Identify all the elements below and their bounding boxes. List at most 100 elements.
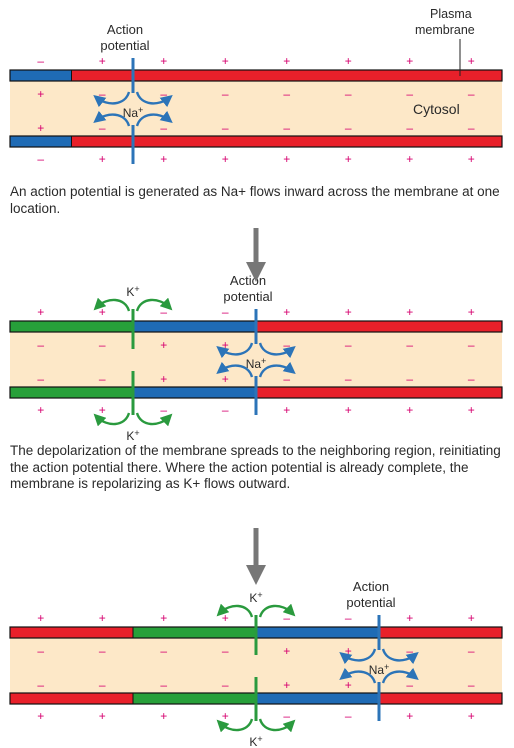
action-potential-label: potential <box>100 38 149 53</box>
caption-panel-1: An action potential is generated as Na+ … <box>10 184 500 216</box>
membrane-segment-repolarizing <box>133 693 195 704</box>
charge-sign-outside: + <box>160 152 167 166</box>
charge-sign-outside: + <box>345 305 352 319</box>
charge-sign-inside: – <box>468 338 475 352</box>
charge-sign-inside: – <box>37 678 44 692</box>
charge-sign-inside: + <box>160 372 167 386</box>
panel-3: ++––++––++––++––––++––++++––++––Na+Actio… <box>9 579 503 748</box>
membrane-segment-depolarized <box>317 627 380 638</box>
na-flow-arrow <box>216 361 254 378</box>
membrane-segment-resting <box>256 387 318 398</box>
charge-sign-inside: – <box>160 644 167 658</box>
charge-sign-inside: – <box>406 121 413 135</box>
membrane-segment-repolarizing <box>194 627 257 638</box>
panel-1: ––++++––++––++––++––++––++––++––Na+Actio… <box>9 7 503 166</box>
membrane-segment-repolarizing <box>71 387 134 398</box>
charge-sign-outside: – <box>222 305 229 319</box>
charge-sign-outside: – <box>283 709 290 723</box>
membrane-segment-resting <box>10 693 72 704</box>
charge-sign-outside: + <box>37 611 44 625</box>
membrane-segment-resting <box>133 70 195 81</box>
charge-sign-outside: + <box>283 54 290 68</box>
membrane-segment-resting <box>440 693 503 704</box>
charge-sign-outside: + <box>222 709 229 723</box>
charge-sign-outside: + <box>345 403 352 417</box>
k-flow-arrow <box>258 603 296 618</box>
membrane-segment-repolarizing <box>194 693 257 704</box>
charge-sign-outside: + <box>99 709 106 723</box>
charge-sign-outside: – <box>160 403 167 417</box>
na-flow-arrow <box>258 342 296 359</box>
membrane-segment-resting <box>256 70 318 81</box>
k-efflux: K+K+ <box>93 284 173 443</box>
membrane-segment-repolarizing <box>71 321 134 332</box>
charge-sign-inside: + <box>222 372 229 386</box>
charge-sign-inside: – <box>283 87 290 101</box>
membrane-top <box>9 320 503 333</box>
membrane-segment-resting <box>440 627 503 638</box>
charge-sign-inside: – <box>406 338 413 352</box>
membrane-segment-resting <box>379 136 441 147</box>
charge-sign-inside: – <box>283 121 290 135</box>
charge-sign-inside: – <box>406 372 413 386</box>
charge-sign-inside: – <box>468 678 475 692</box>
na-flow-arrow <box>339 667 377 684</box>
charge-sign-outside: + <box>37 305 44 319</box>
k-flow-arrow <box>135 297 173 312</box>
charge-sign-inside: – <box>99 678 106 692</box>
membrane-segment-resting <box>379 693 441 704</box>
membrane-segment-repolarizing <box>10 387 72 398</box>
membrane-segment-resting <box>440 387 503 398</box>
charge-sign-outside: + <box>468 611 475 625</box>
charge-sign-inside: – <box>99 372 106 386</box>
membrane-segment-depolarized <box>10 70 72 81</box>
charge-sign-outside: + <box>406 152 413 166</box>
charge-sign-outside: + <box>345 152 352 166</box>
charge-sign-outside: – <box>345 709 352 723</box>
membrane-segment-resting <box>10 627 72 638</box>
membrane-top <box>9 626 503 639</box>
charge-sign-inside: – <box>468 372 475 386</box>
caption-panel-2: The depolarization of the membrane sprea… <box>10 443 501 491</box>
charge-sign-inside: – <box>160 678 167 692</box>
charge-sign-outside: + <box>345 54 352 68</box>
membrane-segment-resting <box>379 627 441 638</box>
action-potential-label: potential <box>223 289 272 304</box>
charge-sign-inside: – <box>283 338 290 352</box>
charge-sign-inside: + <box>345 644 352 658</box>
charge-sign-inside: + <box>222 338 229 352</box>
charge-sign-outside: + <box>160 54 167 68</box>
action-potential-label: Action <box>230 273 266 288</box>
membrane-segment-resting <box>71 136 134 147</box>
membrane-segment-resting <box>256 321 318 332</box>
charge-sign-inside: – <box>160 121 167 135</box>
charge-sign-inside: – <box>160 87 167 101</box>
panel-2: ++––++––––++––++++––++––++––++––Na+Actio… <box>9 273 503 443</box>
charge-sign-inside: – <box>222 678 229 692</box>
na-flow-arrow <box>258 361 296 378</box>
membrane-bottom <box>9 135 503 148</box>
membrane-segment-resting <box>440 136 503 147</box>
k-ion-label: K+ <box>249 590 262 605</box>
charge-sign-inside: – <box>468 121 475 135</box>
plasma-membrane-label: Plasma <box>430 7 472 21</box>
charge-sign-inside: – <box>99 338 106 352</box>
charge-sign-outside: + <box>283 403 290 417</box>
membrane-outline <box>9 135 503 148</box>
membrane-segment-repolarizing <box>133 627 195 638</box>
cytosol-region <box>10 80 502 146</box>
membrane-segment-resting <box>256 136 318 147</box>
membrane-segment-depolarized <box>256 627 318 638</box>
membrane-segment-resting <box>440 70 503 81</box>
membrane-top <box>9 69 503 82</box>
action-potential-label: Action <box>353 579 389 594</box>
cytosol-label: Cytosol <box>413 101 460 117</box>
membrane-segment-resting <box>379 70 441 81</box>
charge-sign-outside: + <box>99 54 106 68</box>
charge-sign-inside: + <box>160 338 167 352</box>
charge-sign-inside: – <box>345 338 352 352</box>
charge-sign-inside: – <box>222 87 229 101</box>
charge-sign-inside: – <box>99 644 106 658</box>
